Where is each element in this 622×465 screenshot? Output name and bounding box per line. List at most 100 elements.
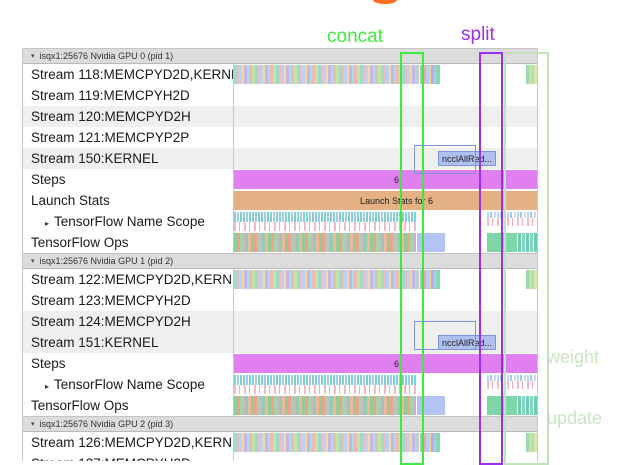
trace-row[interactable]: Stream 118:MEMCPYD2D,KERNEL,ME — [23, 64, 537, 85]
timeline-bar[interactable] — [234, 433, 419, 452]
timeline-bar[interactable] — [234, 222, 416, 231]
column-divider — [233, 353, 234, 374]
column-divider — [233, 374, 234, 395]
trace-row-label: TensorFlow Ops — [31, 235, 129, 250]
group-header-gpu1[interactable]: ▾isqx1:25676 Nvidia GPU 1 (pid 2) — [23, 253, 537, 269]
nccl-allreduce-block[interactable]: ncclAllRed... — [438, 335, 496, 350]
trace-row-track[interactable] — [234, 269, 537, 290]
timeline-bar[interactable] — [420, 65, 440, 84]
trace-viewer-panel[interactable]: ▾ isqx1:25676 Nvidia GPU 0 (pid 1) Stream … — [22, 48, 538, 461]
trace-row[interactable]: Stream 150:KERNEL ncclAllRed... — [23, 148, 537, 169]
trace-row-track[interactable] — [234, 290, 537, 311]
column-divider — [233, 85, 234, 106]
trace-row[interactable]: Stream 124:MEMCPYD2H — [23, 311, 537, 332]
collapse-triangle-icon[interactable]: ▾ — [31, 257, 35, 265]
trace-row-track[interactable] — [234, 432, 537, 453]
trace-row-label: Stream 151:KERNEL — [23, 335, 233, 350]
expand-triangle-icon[interactable]: ▸ — [45, 382, 50, 391]
column-divider — [233, 106, 234, 127]
timeline-bar[interactable] — [417, 233, 445, 252]
timeline-bar[interactable] — [234, 65, 419, 84]
trace-row-track[interactable] — [234, 232, 537, 253]
timeline-bar[interactable] — [487, 381, 537, 389]
timeline-bar[interactable] — [487, 218, 537, 226]
column-divider — [233, 64, 234, 85]
collapse-triangle-icon[interactable]: ▾ — [31, 420, 35, 428]
expand-triangle-icon[interactable]: ▸ — [45, 219, 50, 228]
timeline-bar[interactable] — [234, 270, 419, 289]
collapse-triangle-icon[interactable]: ▾ — [31, 52, 35, 60]
trace-row-track[interactable] — [234, 211, 537, 232]
trace-row-track[interactable] — [234, 85, 537, 106]
trace-row-track[interactable] — [234, 311, 537, 332]
trace-row[interactable]: ▸TensorFlow Name Scope — [23, 374, 537, 395]
timeline-bar[interactable] — [526, 433, 537, 452]
trace-row-label: TensorFlow Ops — [31, 398, 129, 413]
trace-row[interactable]: Stream 127:MEMCPYH2D — [23, 453, 537, 461]
annotation-label-weight-update: weight update — [547, 307, 602, 448]
timeline-bar[interactable] — [487, 233, 517, 252]
timeline-bar[interactable] — [234, 396, 416, 415]
trace-row-track[interactable] — [234, 453, 537, 461]
timeline-bar[interactable] — [518, 233, 537, 252]
timeline-bar[interactable] — [487, 396, 517, 415]
column-divider — [233, 127, 234, 148]
trace-row-track[interactable]: 6 — [234, 353, 537, 374]
trace-row-track[interactable]: 6 — [234, 169, 537, 190]
timeline-bar[interactable] — [420, 270, 440, 289]
trace-row-label: Stream 121:MEMCPYP2P — [31, 130, 190, 145]
trace-row[interactable]: Launch Stats Launch Stats for 6 — [23, 190, 537, 211]
trace-row-track[interactable] — [234, 106, 537, 127]
timeline-bar[interactable] — [526, 270, 537, 289]
annotation-label-concat: concat — [327, 26, 383, 47]
trace-row-track[interactable] — [234, 395, 537, 416]
timeline-bar[interactable] — [417, 396, 445, 415]
timeline-bar[interactable] — [420, 433, 440, 452]
trace-row-track[interactable] — [234, 127, 537, 148]
trace-row-track[interactable] — [234, 64, 537, 85]
trace-row-track[interactable]: ncclAllRed... — [234, 148, 537, 169]
timeline-bar[interactable] — [526, 65, 537, 84]
nccl-allreduce-label: ncclAllRed... — [441, 337, 493, 348]
timeline-bar[interactable] — [234, 212, 416, 222]
trace-row[interactable]: Stream 120:MEMCPYD2H — [23, 106, 537, 127]
trace-row-label: Stream 124:MEMCPYD2H — [23, 314, 233, 329]
timeline-bar[interactable] — [234, 233, 416, 252]
timeline-bar[interactable] — [487, 375, 537, 381]
trace-row[interactable]: ▸TensorFlow Name Scope — [23, 211, 537, 232]
trace-row-label: Stream 122:MEMCPYD2D,KERNEL,MI — [31, 272, 233, 287]
trace-row-track[interactable] — [234, 374, 537, 395]
trace-row-label: ▸TensorFlow Name Scope — [45, 377, 205, 392]
group-header-label: isqx1:25676 Nvidia GPU 0 (pid 1) — [39, 51, 174, 61]
trace-row[interactable]: Steps 6 — [23, 169, 537, 190]
trace-row[interactable]: Stream 151:KERNEL ncclAllRed... — [23, 332, 537, 353]
trace-row[interactable]: Stream 121:MEMCPYP2P — [23, 127, 537, 148]
column-divider — [233, 169, 234, 190]
nccl-allreduce-block[interactable]: ncclAllRed... — [438, 151, 496, 166]
trace-row-label: ▸TensorFlow Name Scope — [45, 214, 205, 229]
step-bar[interactable]: 6 — [234, 170, 537, 189]
trace-row[interactable]: TensorFlow Ops — [23, 232, 537, 253]
timeline-bar[interactable] — [487, 212, 537, 218]
trace-row-label: Stream 127:MEMCPYH2D — [23, 456, 233, 461]
trace-row-track[interactable]: ncclAllRed... — [234, 332, 537, 353]
trace-row[interactable]: Stream 126:MEMCPYD2D,KERNEL,MI — [23, 432, 537, 453]
trace-row-label: Steps — [31, 172, 66, 187]
group-header-gpu2[interactable]: ▾isqx1:25676 Nvidia GPU 2 (pid 3) — [23, 416, 537, 432]
column-divider — [233, 332, 234, 353]
timeline-bar[interactable] — [518, 396, 537, 415]
trace-row-label: Launch Stats — [31, 193, 110, 208]
timeline-bar[interactable] — [234, 385, 416, 394]
trace-row[interactable]: Stream 122:MEMCPYD2D,KERNEL,MI — [23, 269, 537, 290]
step-bar[interactable]: 6 — [234, 354, 537, 373]
trace-row[interactable]: TensorFlow Ops — [23, 395, 537, 416]
trace-row-track[interactable]: Launch Stats for 6 — [234, 190, 537, 211]
trace-row[interactable]: Stream 119:MEMCPYH2D — [23, 85, 537, 106]
group-header-gpu0[interactable]: ▾ isqx1:25676 Nvidia GPU 0 (pid 1) — [23, 48, 537, 64]
timeline-bar[interactable] — [234, 375, 416, 385]
column-divider — [233, 290, 234, 311]
trace-row[interactable]: Stream 123:MEMCPYH2D — [23, 290, 537, 311]
trace-row-label: Stream 150:KERNEL — [23, 151, 233, 166]
launch-stats-bar[interactable]: Launch Stats for 6 — [234, 191, 537, 210]
